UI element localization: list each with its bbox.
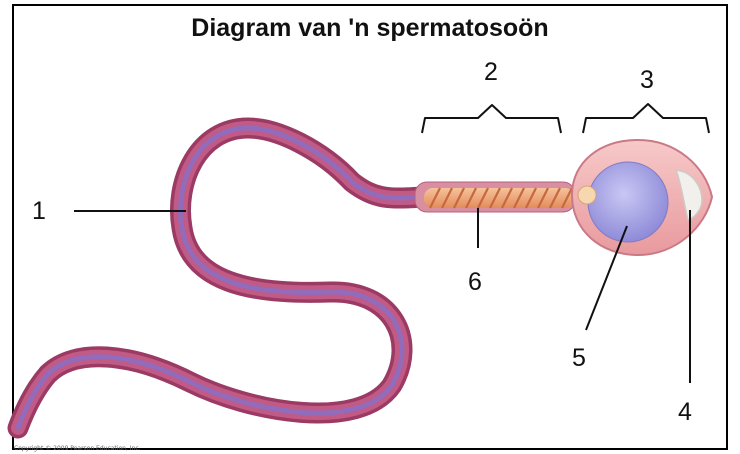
label-2: 2 (484, 58, 498, 87)
label-5: 5 (572, 344, 586, 373)
copyright-notice: Copyright © 2009 Pearson Education, Inc. (14, 445, 141, 452)
brace-head (583, 104, 709, 133)
label-1: 1 (32, 197, 46, 226)
brace-midpiece (422, 105, 561, 133)
diagram-title: Diagram van 'n spermatosoön (0, 14, 740, 43)
label-4: 4 (678, 398, 692, 427)
tail-flagellum (18, 128, 425, 428)
label-6: 6 (468, 268, 482, 297)
nucleus (588, 162, 668, 242)
label-3: 3 (640, 66, 654, 95)
centriole (578, 186, 596, 204)
midpiece (415, 182, 575, 212)
